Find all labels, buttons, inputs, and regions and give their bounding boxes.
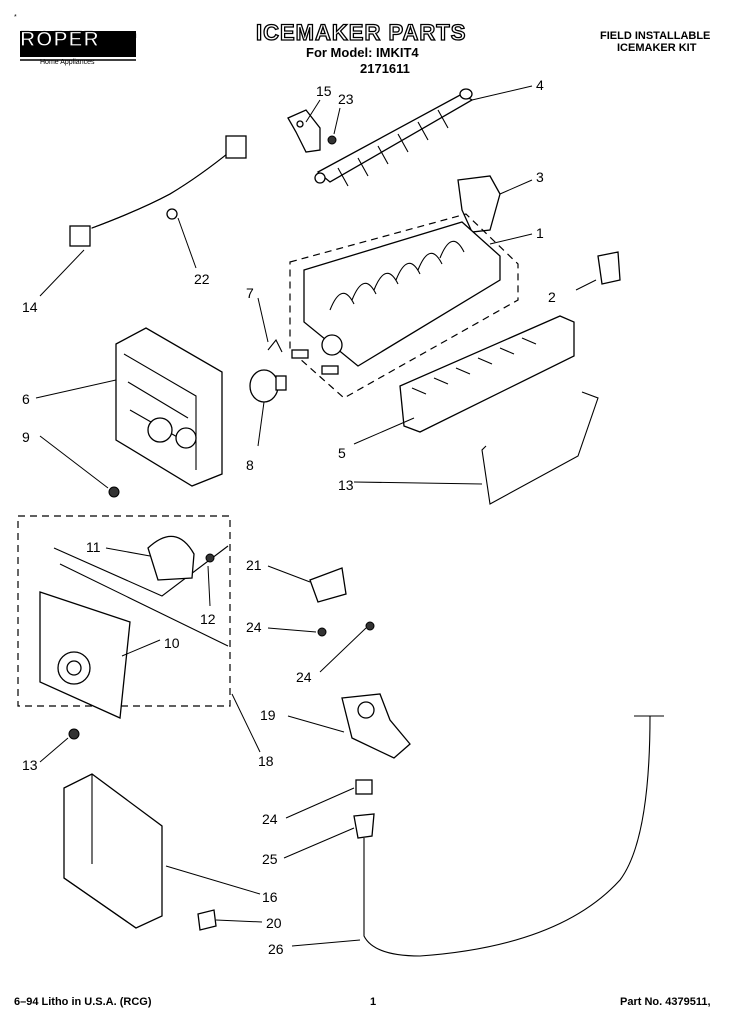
cover-bar-part bbox=[399, 315, 575, 433]
callout-18: 16 bbox=[262, 889, 278, 905]
ejector-blade-part bbox=[314, 88, 474, 187]
callout-20: 19 bbox=[260, 707, 276, 723]
callout-labels: 4 3 1 2 15 23 22 14 6 9 7 8 5 13 11 12 1… bbox=[22, 77, 556, 957]
brand-name: ROPER bbox=[19, 27, 100, 51]
callout-9: 9 bbox=[22, 429, 30, 445]
kit-title-line2: ICEMAKER KIT bbox=[617, 42, 697, 54]
callout-21: 20 bbox=[266, 915, 282, 931]
callout-24-mid: 24 bbox=[246, 619, 262, 635]
callout-13: 13 bbox=[22, 757, 38, 773]
screw-part-9 bbox=[108, 486, 120, 498]
callout-22: 21 bbox=[246, 557, 262, 573]
callout-10: 10 bbox=[164, 635, 180, 651]
callout-2: 2 bbox=[548, 289, 556, 305]
roper-logo bbox=[20, 31, 136, 61]
cover-part-18 bbox=[63, 773, 163, 929]
fill-cup-part bbox=[457, 175, 501, 233]
footer-part-number: Part No. 4379511, bbox=[620, 996, 711, 1008]
kit-title-line1: FIELD INSTALLABLE bbox=[600, 30, 711, 42]
logo-stripe bbox=[20, 31, 136, 57]
water-valve-part bbox=[341, 693, 411, 759]
page-title: ICEMAKER PARTS bbox=[255, 19, 467, 45]
leader-lines bbox=[35, 85, 597, 947]
motor-part bbox=[249, 369, 287, 403]
wiring-harness-part bbox=[69, 135, 247, 247]
housing-part bbox=[115, 327, 223, 487]
trademark-mark: TM bbox=[128, 34, 137, 40]
callout-1: 1 bbox=[536, 225, 544, 241]
bracket-part-22 bbox=[309, 567, 347, 603]
callout-4: 4 bbox=[536, 77, 544, 93]
callout-24-low: 24 bbox=[296, 669, 312, 685]
shutoff-arm-part bbox=[481, 391, 599, 505]
screw-part-24b bbox=[365, 621, 375, 631]
callout-25: 24 bbox=[262, 811, 278, 827]
asterisk-mark: * bbox=[14, 14, 17, 21]
callout-27: 26 bbox=[268, 941, 284, 957]
kit-part-number: 2171611 bbox=[360, 61, 410, 76]
callout-12: 12 bbox=[200, 611, 216, 627]
callout-26: 25 bbox=[262, 851, 278, 867]
callout-6: 6 bbox=[22, 391, 30, 407]
callout-11: 11 bbox=[86, 539, 101, 555]
module-kit-divider bbox=[53, 545, 229, 647]
callout-5: 5 bbox=[338, 445, 346, 461]
callout-15: 14 bbox=[22, 299, 38, 315]
callout-23: 22 bbox=[194, 271, 210, 287]
control-module-part bbox=[39, 591, 131, 719]
screw-part-13 bbox=[68, 728, 80, 740]
callout-7: 7 bbox=[246, 285, 254, 301]
callout-24-top: 23 bbox=[338, 91, 354, 107]
callout-8: 8 bbox=[246, 457, 254, 473]
footer-page-number: 1 bbox=[370, 996, 377, 1008]
mold-assembly-outline bbox=[289, 213, 519, 399]
callout-19: 18 bbox=[258, 753, 274, 769]
callout-14: 13 bbox=[338, 477, 354, 493]
nut-part-25 bbox=[355, 779, 373, 795]
water-tube-part bbox=[363, 715, 664, 957]
callout-3: 3 bbox=[536, 169, 544, 185]
module-kit-outline bbox=[17, 515, 231, 707]
insert-part-26 bbox=[353, 813, 375, 839]
brand-tagline: Home Appliances bbox=[40, 59, 95, 66]
clip-part bbox=[597, 251, 621, 285]
footer-print-info: 6–94 Litho in U.S.A. (RCG) bbox=[14, 996, 152, 1008]
knob-part-21 bbox=[197, 909, 217, 931]
screw-part-24a bbox=[317, 627, 327, 637]
bracket-part-16 bbox=[287, 109, 337, 153]
model-line: For Model: IMKIT4 bbox=[306, 45, 419, 60]
clip-part-7 bbox=[267, 338, 283, 353]
motor-part-11 bbox=[147, 535, 215, 581]
mold-body-part bbox=[291, 221, 501, 375]
callout-16: 15 bbox=[316, 83, 332, 99]
